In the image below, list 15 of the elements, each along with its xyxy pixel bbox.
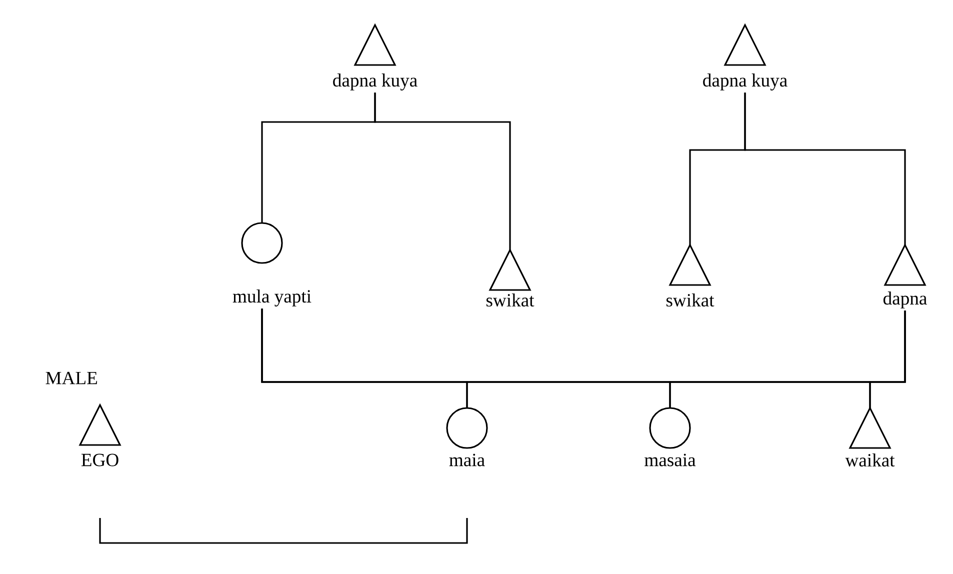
kin-label: EGO (81, 454, 118, 466)
kin-label: dapna kuya (703, 74, 788, 90)
kin-label: mula yapti (232, 290, 312, 306)
kin-label: dapna (883, 292, 927, 308)
kin-label: masaia (644, 454, 696, 466)
kin-label: swikat (666, 293, 714, 307)
kinship-line (869, 310, 906, 408)
kin-label: swikat (486, 293, 534, 307)
kin-label: maia (449, 454, 485, 466)
side-label: MALE (46, 372, 97, 384)
kinship-line (744, 92, 906, 245)
kin-label: waikat (845, 453, 895, 467)
kinship-line (374, 92, 511, 250)
kinship-line (99, 518, 468, 544)
kin-label: dapna kuya (333, 74, 418, 90)
